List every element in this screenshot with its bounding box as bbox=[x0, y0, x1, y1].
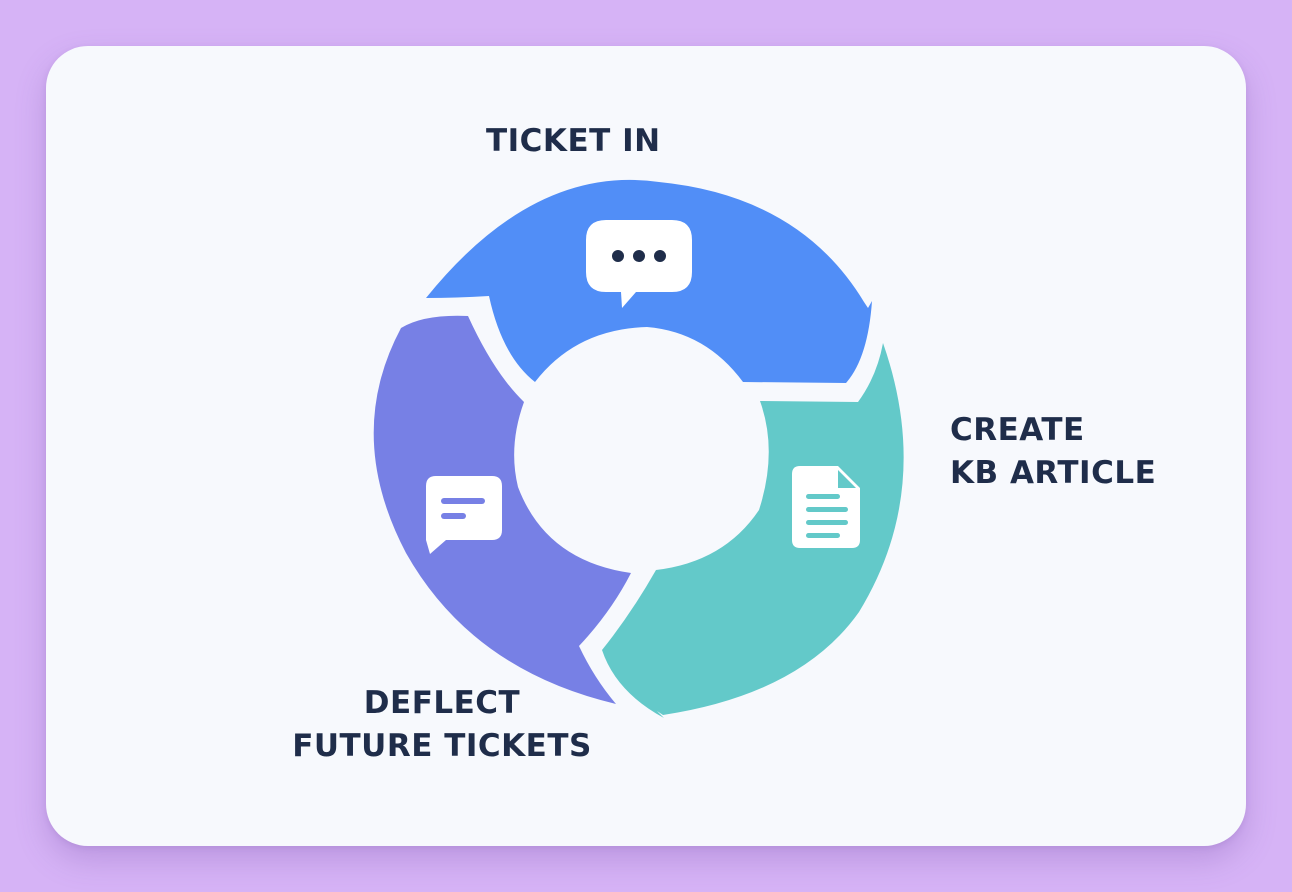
stage-label-create-kb-article: CREATE KB ARTICLE bbox=[950, 412, 1157, 491]
stage-label-deflect-future-tickets: DEFLECT FUTURE TICKETS bbox=[292, 685, 592, 764]
cycle-diagram bbox=[373, 179, 904, 718]
cycle-card: TICKET IN CREATE KB ARTICLE DEFLECT FUTU… bbox=[46, 46, 1246, 846]
chat-bubble-dots-icon bbox=[586, 220, 692, 308]
document-icon bbox=[792, 466, 860, 548]
cycle-segment-deflect bbox=[373, 315, 631, 704]
cycle-segment-create-kb bbox=[602, 343, 904, 718]
chat-bubble-lines-icon bbox=[426, 476, 502, 554]
stage-label-ticket-in: TICKET IN bbox=[486, 123, 661, 159]
